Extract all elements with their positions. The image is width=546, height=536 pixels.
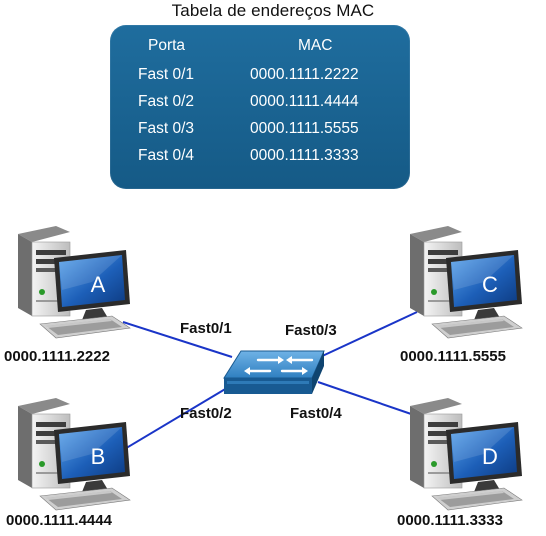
port-label-fast0-2: Fast0/2 <box>180 405 232 422</box>
port-label-fast0-3: Fast0/3 <box>285 322 337 339</box>
table-row: Fast 0/3 0000.1111.5555 <box>110 120 410 144</box>
row-port: Fast 0/2 <box>138 93 194 110</box>
row-mac: 0000.1111.5555 <box>250 120 359 137</box>
header-mac: MAC <box>298 37 333 54</box>
link-c <box>317 311 418 359</box>
computer-letter: D <box>482 444 498 469</box>
port-label-fast0-4: Fast0/4 <box>290 405 342 422</box>
row-port: Fast 0/1 <box>138 66 194 83</box>
header-port: Porta <box>148 37 186 54</box>
mac-table-title: Tabela de endereços MAC <box>171 1 375 20</box>
computer-c: C <box>409 225 523 339</box>
mac-label-a: 0000.1111.2222 <box>4 348 110 365</box>
row-mac: 0000.1111.2222 <box>250 66 359 83</box>
link-b <box>122 384 233 451</box>
computer-b: B <box>17 397 131 511</box>
computer-letter: A <box>91 272 106 297</box>
link-d <box>317 381 418 417</box>
row-mac: 0000.1111.3333 <box>250 147 359 164</box>
computer-letter: B <box>91 444 106 469</box>
table-row: Fast 0/1 0000.1111.2222 <box>110 66 410 90</box>
computer-d: D <box>409 397 523 511</box>
port-label-fast0-1: Fast0/1 <box>180 320 232 337</box>
mac-table: Porta MAC Fast 0/1 0000.1111.2222 Fast 0… <box>110 25 410 189</box>
mac-label-b: 0000.1111.4444 <box>6 512 112 529</box>
row-port: Fast 0/4 <box>138 147 194 164</box>
mac-label-d: 0000.1111.3333 <box>397 512 503 529</box>
mac-label-c: 0000.1111.5555 <box>400 348 506 365</box>
table-row: Fast 0/2 0000.1111.4444 <box>110 93 410 117</box>
computer-letter: C <box>482 272 498 297</box>
row-port: Fast 0/3 <box>138 120 194 137</box>
link-a <box>122 321 233 358</box>
row-mac: 0000.1111.4444 <box>250 93 359 110</box>
switch-icon <box>223 350 325 394</box>
table-row: Fast 0/4 0000.1111.3333 <box>110 147 410 171</box>
mac-table-header: Porta MAC <box>110 37 410 61</box>
computer-a: A <box>17 225 131 339</box>
